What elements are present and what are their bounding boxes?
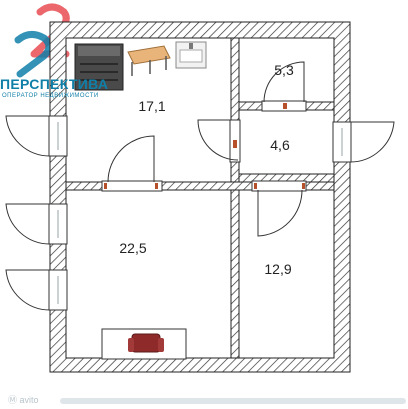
wall-openings — [48, 115, 352, 360]
sink-icon — [175, 41, 207, 69]
storage-area: 5,3 — [274, 62, 294, 78]
right-room-area: 12,9 — [264, 261, 292, 277]
logo-title: ПЕРСПЕКТИВА — [0, 76, 109, 92]
window-marks — [57, 122, 343, 304]
bottom-bar — [60, 398, 406, 404]
table-icon — [127, 45, 171, 76]
logo-subtitle: ОПЕРАТОР НЕДВИЖИМОСТИ — [2, 93, 99, 99]
sofa-icon — [128, 333, 164, 353]
door-markers — [104, 103, 305, 189]
bedroom-area: 22,5 — [119, 240, 147, 256]
watermark: Ⓜ avito — [8, 395, 39, 405]
living-room-area: 17,1 — [138, 98, 166, 114]
stove-icon — [74, 43, 124, 91]
bathroom-area: 4,6 — [270, 137, 290, 153]
door-swings — [5, 61, 395, 311]
outer-wall — [49, 21, 351, 373]
